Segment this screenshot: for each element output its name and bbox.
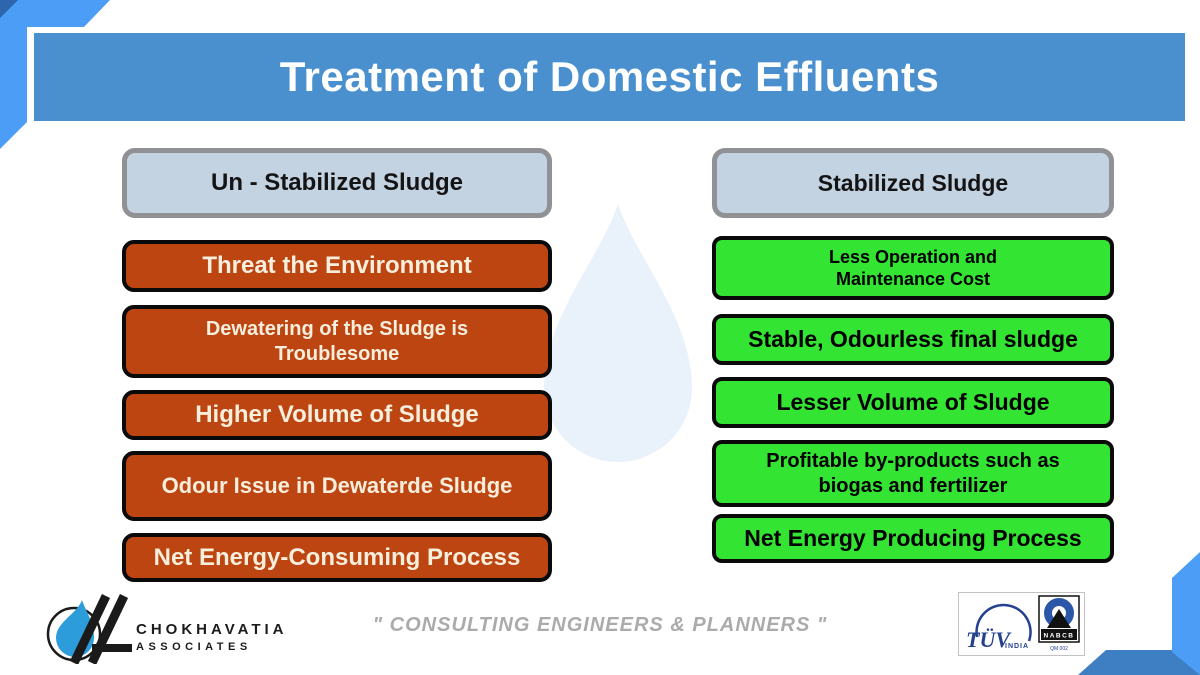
title-banner: Treatment of Domestic Effluents	[34, 33, 1185, 121]
page-title: Treatment of Domestic Effluents	[279, 53, 940, 100]
tuv-india-logo-icon: TÜV INDIA	[966, 603, 1032, 652]
svg-text:QM 002: QM 002	[1050, 646, 1068, 652]
company-logo-mark-icon	[46, 594, 132, 664]
svg-text:INDIA: INDIA	[1005, 643, 1029, 650]
left-item-5: Net Energy-Consuming Process	[122, 533, 552, 582]
left-item-1: Threat the Environment	[122, 240, 552, 292]
certification-logos: TÜV INDIA NABCB QM 002	[958, 592, 1085, 656]
right-item-1: Less Operation and Maintenance Cost	[712, 236, 1114, 300]
left-item-4: Odour Issue in Dewaterde Sludge	[122, 451, 552, 521]
right-item-3: Lesser Volume of Sludge	[712, 377, 1114, 428]
footer-tagline: " CONSULTING ENGINEERS & PLANNERS "	[372, 614, 828, 636]
svg-text:NABCB: NABCB	[1044, 633, 1075, 640]
company-subtitle: ASSOCIATES	[136, 641, 252, 653]
svg-text:TÜV: TÜV	[966, 627, 1012, 652]
right-item-4: Profitable by-products such as biogas an…	[712, 440, 1114, 507]
company-name-block: CHOKHAVATIA ASSOCIATES	[136, 621, 288, 653]
water-drop-watermark-icon	[544, 204, 692, 462]
right-column-header: Stabilized Sludge	[712, 148, 1114, 218]
right-item-5: Net Energy Producing Process	[712, 514, 1114, 563]
nabcb-logo-icon: NABCB QM 002	[1038, 595, 1080, 652]
right-item-2: Stable, Odourless final sludge	[712, 314, 1114, 365]
left-item-3: Higher Volume of Sludge	[122, 390, 552, 440]
company-name: CHOKHAVATIA	[136, 621, 288, 638]
company-logo: CHOKHAVATIA ASSOCIATES	[40, 592, 288, 664]
left-column-header: Un - Stabilized Sludge	[122, 148, 552, 218]
left-item-2: Dewatering of the Sludge is Troublesome	[122, 305, 552, 378]
